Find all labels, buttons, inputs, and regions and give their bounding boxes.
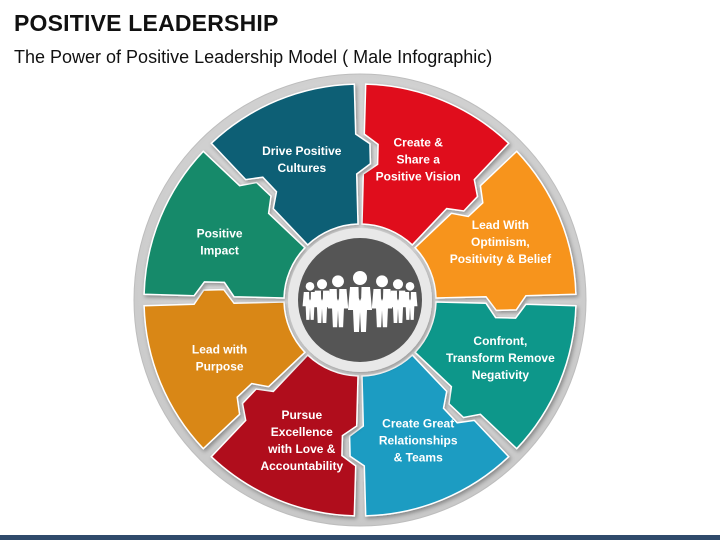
segment-label-line: Create Great: [382, 416, 454, 430]
segment-create-share-vision: [361, 83, 510, 246]
segment-label-line: Purpose: [196, 360, 244, 374]
bottom-bar: [0, 535, 720, 540]
segment-label-line: Share a: [397, 153, 441, 167]
segment-label-line: Optimism,: [471, 235, 530, 249]
segment-drive-positive-cultures: [210, 83, 372, 246]
page-title: POSITIVE LEADERSHIP: [14, 10, 279, 36]
segment-label-line: with Love &: [267, 442, 336, 456]
segment-label-line: Confront,: [473, 334, 527, 348]
person-icon: [371, 275, 393, 328]
segment-label-line: & Teams: [394, 450, 443, 464]
segment-lead-with-purpose: [143, 288, 306, 450]
segment-label-line: Relationships: [379, 433, 458, 447]
segment-label-line: Create &: [394, 136, 444, 150]
segment-label-line: Transform Remove: [446, 351, 555, 365]
segment-positive-impact: [143, 150, 306, 299]
person-icon: [313, 279, 331, 324]
segment-label-line: Lead With: [472, 218, 529, 232]
segment-label-line: Cultures: [277, 161, 326, 175]
segment-label-line: Accountability: [260, 459, 343, 473]
segment-create-great-relationships: [348, 354, 510, 517]
segment-label-line: Pursue: [281, 408, 322, 422]
segment-label-line: Excellence: [271, 425, 333, 439]
person-icon: [348, 271, 372, 332]
person-icon: [389, 279, 407, 324]
segment-label-line: Impact: [200, 243, 239, 257]
segment-label-line: Lead with: [192, 343, 247, 357]
person-icon: [302, 282, 318, 320]
person-icon: [402, 282, 418, 320]
segment-pursue-excellence: [210, 354, 359, 517]
person-icon: [327, 275, 349, 328]
center-hub: [288, 228, 432, 372]
segment-lead-with-optimism: [414, 150, 577, 312]
segment-confront-transform: [414, 301, 577, 450]
segment-label-create-share-vision: Create & Share a Positive Vision: [376, 136, 461, 184]
group-of-people-icon: [302, 271, 418, 332]
segment-label-line: Negativity: [472, 368, 530, 382]
segment-label-line: Positivity & Belief: [450, 252, 552, 266]
segment-label-line: Positive Vision: [376, 170, 461, 184]
page-subtitle: The Power of Positive Leadership Model (…: [14, 47, 493, 67]
segment-label-line: Drive Positive: [262, 144, 342, 158]
segment-label-line: Positive: [197, 226, 243, 240]
